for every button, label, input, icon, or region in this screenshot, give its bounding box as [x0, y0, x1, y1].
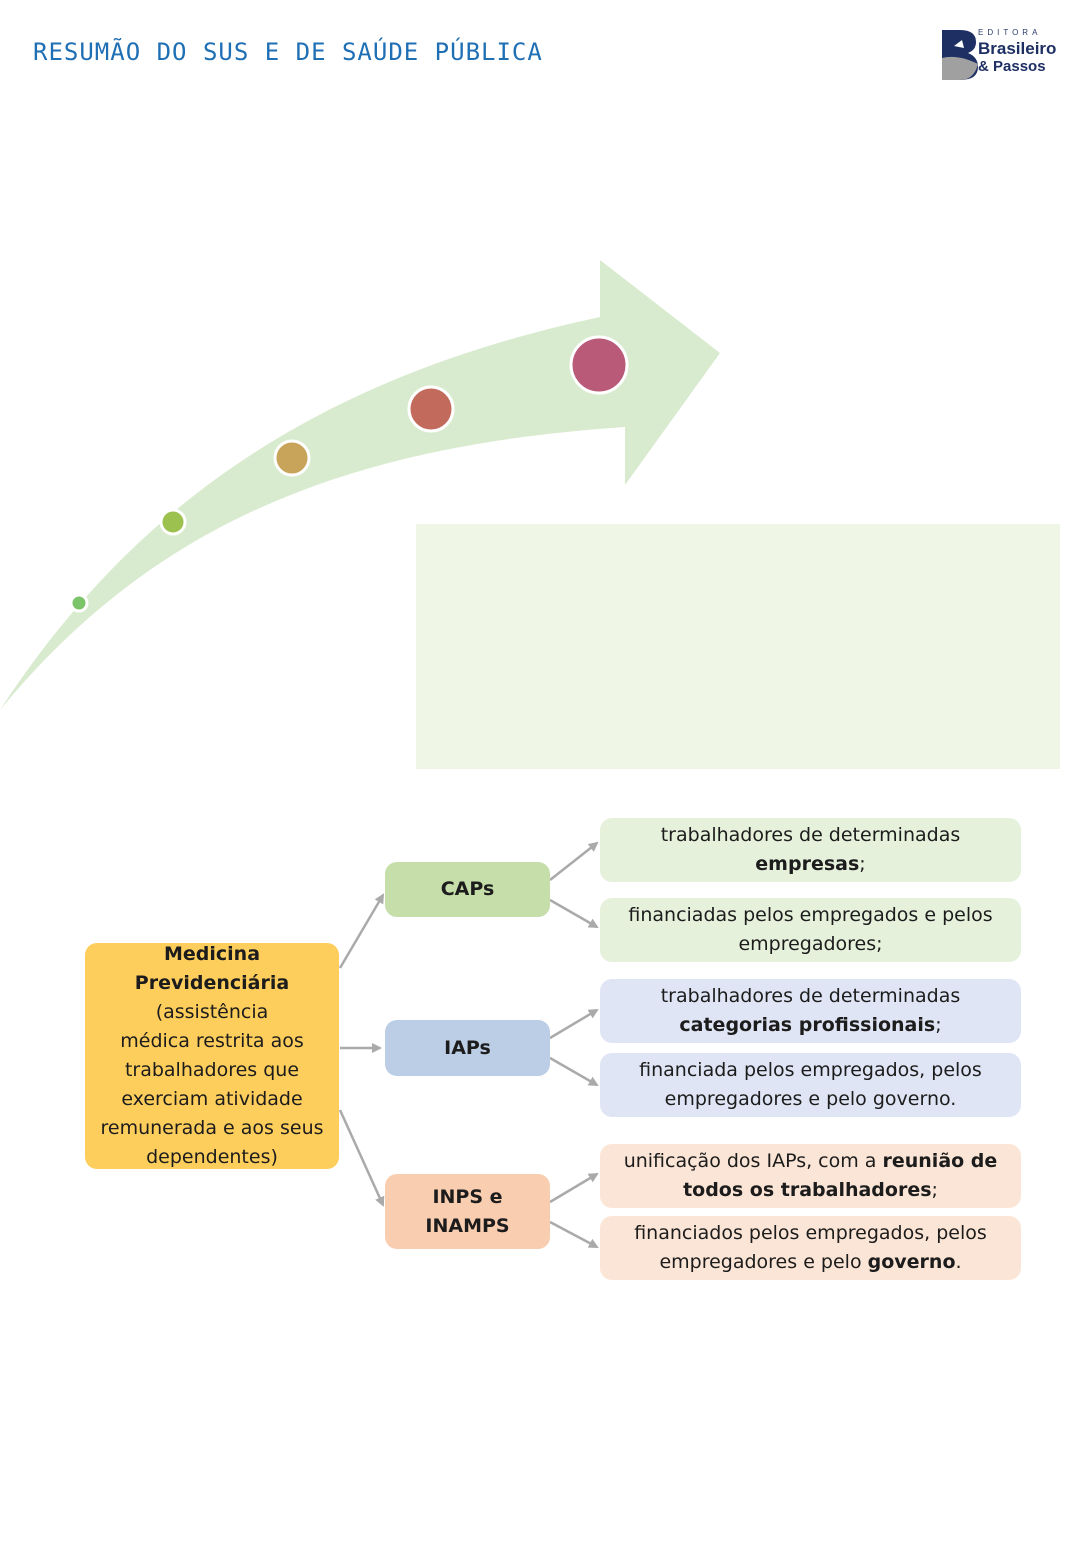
inps-leaf-1-end: ; [931, 1179, 938, 1201]
inps-leaf-2-text-2: empregadores e pelo [659, 1251, 868, 1273]
timeline-text-panel [416, 524, 1060, 769]
inps-leaf-2: financiados pelos empregados, pelos empr… [600, 1216, 1021, 1280]
caps-leaf-2-text-1: financiadas pelos empregados e pelos [628, 904, 993, 926]
root-text-1: (assistência [155, 1001, 269, 1023]
root-text-6: dependentes) [146, 1146, 278, 1168]
timeline-dot-4 [407, 385, 455, 433]
page-title: RESUMÃO DO SUS E DE SAÚDE PÚBLICA [33, 38, 543, 66]
root-node: Medicina Previdenciária (assistência méd… [85, 943, 339, 1169]
caps-leaf-1-text: trabalhadores de determinadas [660, 824, 961, 846]
caps-leaf-1: trabalhadores de determinadas empresas; [600, 818, 1021, 882]
logo-passos: & Passos [978, 58, 1046, 75]
root-title: Medicina Previdenciária [134, 943, 290, 994]
iaps-node: IAPs [385, 1020, 550, 1076]
iaps-leaf-2-text-2: empregadores e pelo governo. [664, 1088, 957, 1110]
iaps-leaf-1-bold: categorias profissionais [679, 1014, 936, 1036]
iaps-label: IAPs [444, 1036, 491, 1059]
iaps-leaf-1-end: ; [935, 1014, 942, 1036]
root-text-3: trabalhadores que [124, 1059, 300, 1081]
caps-leaf-1-end: ; [859, 853, 866, 875]
inps-label-2: INAMPS [425, 1214, 510, 1237]
iaps-leaf-2-text-1: financiada pelos empregados, pelos [639, 1059, 982, 1081]
publisher-logo: EDITORA Brasileiro & Passos [940, 28, 1056, 82]
timeline-arrow-shape [0, 260, 720, 710]
inps-leaf-1: unificação dos IAPs, com a reunião de to… [600, 1144, 1021, 1208]
logo-editora: EDITORA [978, 28, 1042, 37]
timeline-dot-3 [273, 439, 311, 477]
connector-lines [338, 841, 599, 1249]
root-text-4: exerciam atividade [121, 1088, 303, 1110]
inps-leaf-1-bold-1: reunião de [882, 1150, 998, 1172]
inps-leaf-2-text-1: financiados pelos empregados, pelos [634, 1222, 987, 1244]
medicina-previdenciaria-diagram: Medicina Previdenciária (assistência méd… [0, 800, 1080, 1300]
timeline-dot-2 [159, 508, 187, 536]
inps-leaf-2-end: . [955, 1251, 962, 1273]
timeline-dot-5 [569, 335, 629, 395]
inps-inamps-node: INPS e INAMPS [385, 1174, 550, 1249]
root-text-2: médica restrita aos [120, 1030, 304, 1052]
caps-leaf-2: financiadas pelos empregados e pelos emp… [600, 898, 1021, 962]
inps-leaf-1-text: unificação dos IAPs, com a [623, 1150, 883, 1172]
caps-leaf-2-text-2: empregadores; [738, 933, 883, 955]
caps-node: CAPs [385, 862, 550, 917]
caps-leaf-1-bold: empresas [755, 853, 860, 875]
timeline-arrow [0, 260, 720, 710]
iaps-leaf-1: trabalhadores de determinadas categorias… [600, 979, 1021, 1043]
caps-label: CAPs [440, 878, 495, 900]
iaps-leaf-2: financiada pelos empregados, pelos empre… [600, 1053, 1021, 1117]
logo-b-icon [942, 30, 978, 80]
inps-leaf-1-bold-2: todos os trabalhadores [683, 1179, 932, 1201]
timeline-dot-1 [69, 593, 89, 613]
inps-leaf-2-bold: governo [867, 1251, 956, 1273]
iaps-leaf-1-text: trabalhadores de determinadas [660, 985, 961, 1007]
root-text-5: remunerada e aos seus [100, 1117, 324, 1139]
logo-brasileiro: Brasileiro [978, 39, 1057, 58]
inps-label-1: INPS e [432, 1185, 503, 1208]
